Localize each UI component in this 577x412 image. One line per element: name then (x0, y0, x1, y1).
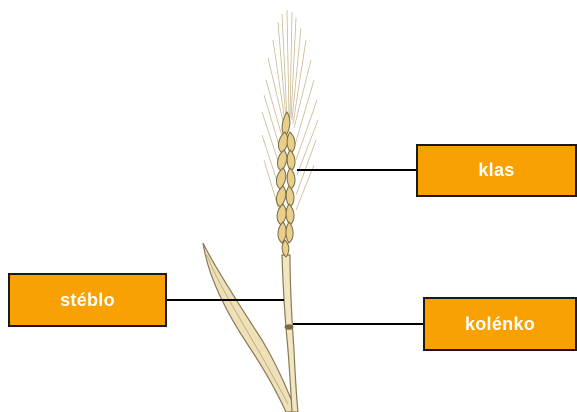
label-klas: klas (416, 144, 577, 197)
node (285, 324, 294, 330)
label-kolenko-text: kolénko (465, 314, 535, 335)
label-steblo-text: stéblo (60, 290, 115, 311)
label-steblo: stéblo (8, 273, 167, 327)
ear (276, 112, 295, 257)
label-klas-text: klas (478, 160, 514, 181)
label-kolenko: kolénko (423, 297, 577, 351)
